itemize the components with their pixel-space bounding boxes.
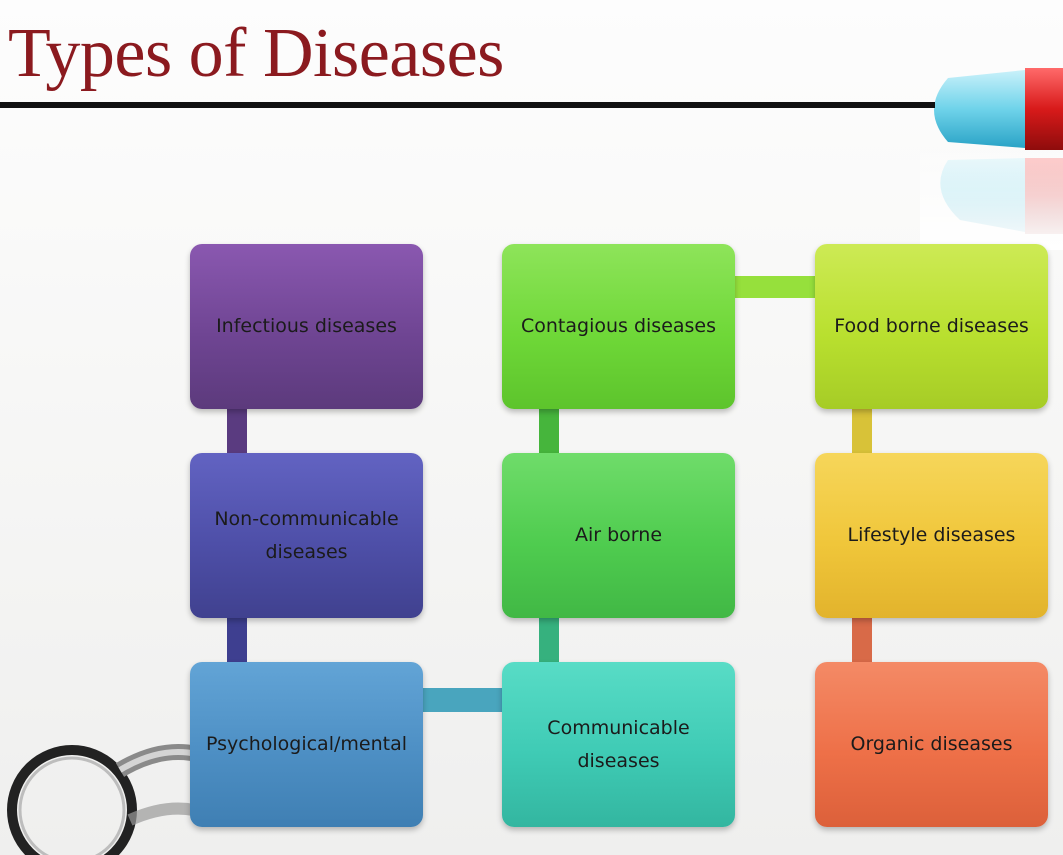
node-food-borne-diseases: Food borne diseases bbox=[815, 244, 1048, 409]
node-communicable-diseases: Communicable diseases bbox=[502, 662, 735, 827]
node-organic-diseases: Organic diseases bbox=[815, 662, 1048, 827]
node-lifestyle-diseases: Lifestyle diseases bbox=[815, 453, 1048, 618]
connector-communicable-airborne bbox=[539, 614, 559, 666]
title-divider bbox=[0, 102, 935, 108]
connector-psychological-communicable bbox=[420, 688, 504, 712]
connector-lifestyle-organic bbox=[852, 614, 872, 666]
connector-contagious-foodborne bbox=[733, 276, 817, 298]
node-psychological-mental: Psychological/mental bbox=[190, 662, 423, 827]
node-air-borne: Air borne bbox=[502, 453, 735, 618]
connector-airborne-contagious bbox=[539, 405, 559, 457]
node-contagious-diseases: Contagious diseases bbox=[502, 244, 735, 409]
pill-capsule-icon bbox=[920, 68, 1063, 250]
node-non-communicable-diseases: Non-communicable diseases bbox=[190, 453, 423, 618]
node-infectious-diseases: Infectious diseases bbox=[190, 244, 423, 409]
stethoscope-icon bbox=[12, 750, 215, 855]
connector-noncommunicable-psychological bbox=[227, 614, 247, 666]
connector-foodborne-lifestyle bbox=[852, 405, 872, 457]
page-title: Types of Diseases bbox=[8, 14, 504, 94]
connector-infectious-noncommunicable bbox=[227, 405, 247, 457]
